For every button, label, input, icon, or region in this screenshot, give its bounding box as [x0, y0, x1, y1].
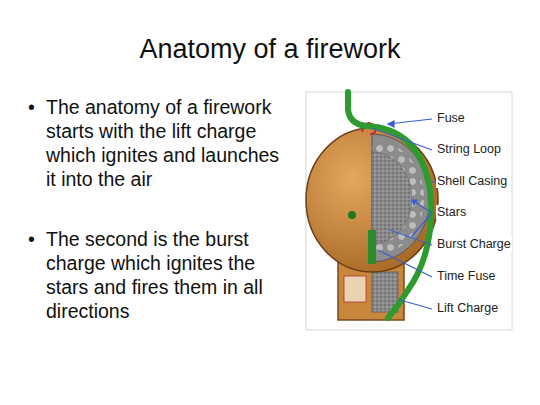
part-label: Lift Charge	[436, 301, 499, 315]
part-label: Burst Charge	[436, 237, 512, 251]
bullet-point: The second is the burst charge which ign…	[28, 227, 286, 323]
part-label: Time Fuse	[436, 269, 497, 283]
part-label: Shell Casing	[436, 174, 508, 188]
part-label: Fuse	[436, 111, 466, 125]
slide-title: Anatomy of a firework	[0, 34, 540, 65]
part-label: Stars	[436, 205, 467, 219]
part-label: String Loop	[436, 142, 502, 156]
bullet-point: The anatomy of a firework starts with th…	[28, 95, 286, 191]
